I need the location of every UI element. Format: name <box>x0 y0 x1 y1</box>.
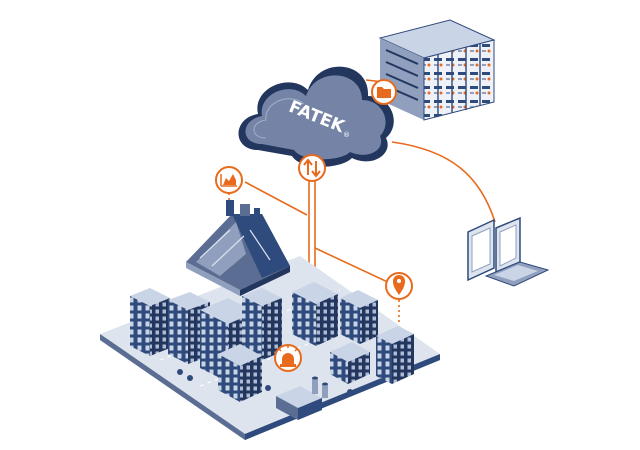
tablet-icon <box>467 218 495 282</box>
chart-icon <box>215 166 243 194</box>
building <box>292 282 338 346</box>
line-location <box>314 247 395 286</box>
brand-reg-mark: ® <box>343 131 350 139</box>
location-pin-icon <box>385 272 413 300</box>
trees <box>177 369 353 395</box>
connection-lines <box>228 79 496 392</box>
factory <box>276 376 328 420</box>
laptop-icon <box>484 216 550 287</box>
building <box>218 344 262 402</box>
line-chart <box>244 181 308 216</box>
building <box>130 288 170 356</box>
alarm-light-icon <box>274 344 302 372</box>
mountain <box>186 200 290 296</box>
cloud-icon: FATEK ® <box>238 66 394 167</box>
server-rack-group <box>378 19 496 121</box>
folder-icon <box>371 79 397 105</box>
sync-arrows-icon <box>298 154 326 182</box>
city-block <box>100 200 440 440</box>
line-cloud-laptop <box>391 141 496 223</box>
building <box>242 288 282 360</box>
building <box>340 290 378 344</box>
building <box>376 326 414 384</box>
building <box>330 342 370 384</box>
